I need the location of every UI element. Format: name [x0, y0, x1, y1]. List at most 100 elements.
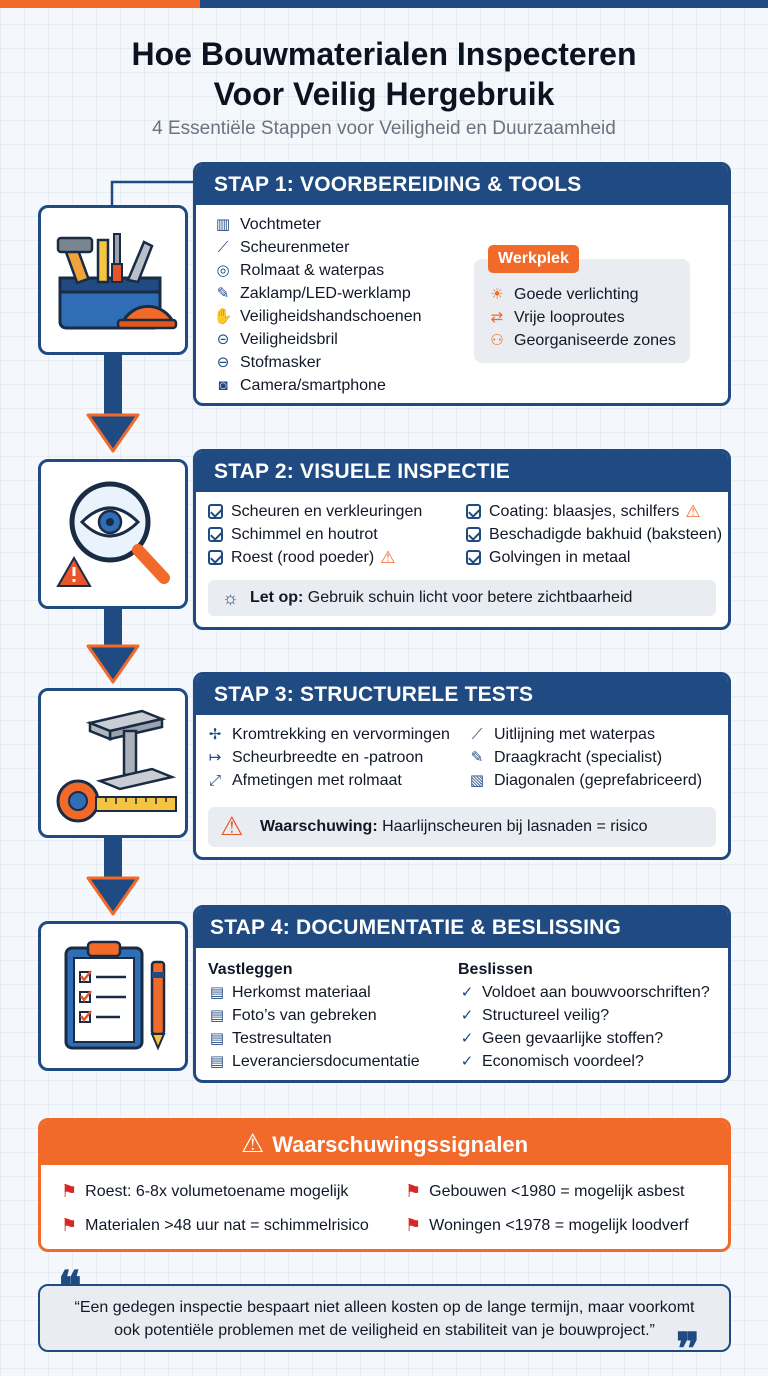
checkbox-icon [466, 550, 481, 565]
list-item: ✎Draagkracht (specialist) [466, 746, 702, 769]
checkmark-icon: ✓ [460, 1030, 474, 1047]
document-icon: ▤ [209, 1030, 225, 1047]
page-subtitle: 4 Essentiële Stappen voor Veiligheid en … [152, 118, 616, 139]
glove-icon: ✋ [213, 308, 233, 325]
step2-title: STAP 2: VISUELE INSPECTIE [196, 452, 728, 492]
checkmark-icon: ✓ [460, 984, 474, 1001]
checkbox-icon [208, 550, 223, 565]
structural-tests-left: ✢Kromtrekking en vervormingen ↦Scheurbre… [204, 723, 450, 792]
list-item: ⚇Georganiseerde zones [486, 329, 676, 352]
arrow-down-icon [86, 355, 140, 453]
document-icon: ▤ [209, 984, 225, 1001]
list-item: ⟋Uitlijning met waterpas [466, 723, 702, 746]
tape-measure-icon: ◎ [216, 262, 230, 279]
record-heading: Vastleggen [208, 961, 293, 978]
list-item: ✢Kromtrekking en vervormingen [204, 723, 450, 746]
toolbox-icon [38, 205, 188, 355]
warning-item: ⚑Roest: 6-8x volumetoename mogelijk [61, 1181, 349, 1201]
list-item: Golvingen in metaal [466, 546, 722, 569]
lightbulb-icon: ☀ [490, 286, 504, 303]
checkmark-icon: ✓ [460, 1053, 474, 1070]
structural-tests-right: ⟋Uitlijning met waterpas ✎Draagkracht (s… [466, 723, 702, 792]
list-item: Scheuren en verkleuringen [208, 500, 422, 523]
visual-checks-right: Coating: blaasjes, schilfers⚠ Beschadigd… [466, 500, 722, 569]
record-column: Vastleggen ▤Herkomst materiaal ▤Foto’s v… [208, 958, 420, 1073]
decide-heading: Beslissen [458, 961, 533, 978]
clipboard-checklist-icon [38, 921, 188, 1071]
mask-icon: ⊖ [216, 354, 230, 371]
checkbox-icon [466, 504, 481, 519]
warning-icon: ⚠ [380, 548, 396, 567]
warp-icon: ✢ [208, 726, 222, 743]
workplace-panel: Werkplek ☀Goede verlichting ⇄Vrije loopr… [474, 245, 690, 363]
warning-item: ⚑Gebouwen <1980 = mogelijk asbest [405, 1181, 685, 1201]
warning-icon: ⚠ [220, 811, 244, 841]
tip-note: ☼ Let op: Gebruik schuin licht voor bete… [208, 580, 716, 616]
list-item: ▧Diagonalen (geprefabriceerd) [466, 769, 702, 792]
list-item: ⊝Veiligheidsbril [212, 328, 421, 351]
route-icon: ⇄ [490, 309, 504, 326]
crack-gauge-icon: ⟋ [217, 239, 229, 256]
moisture-meter-icon: ▥ [215, 216, 231, 233]
list-item: Schimmel en houtrot [208, 523, 422, 546]
steel-beam-icon [38, 688, 188, 838]
list-item: ↦Scheurbreedte en -patroon [204, 746, 450, 769]
red-flag-icon: ⚑ [405, 1215, 422, 1235]
checkbox-icon [208, 527, 223, 542]
step2-card: STAP 2: VISUELE INSPECTIE Scheuren en ve… [193, 449, 731, 630]
step4-card: STAP 4: DOCUMENTATIE & BESLISSING Vastle… [193, 905, 731, 1083]
warning-signals-header: ⚠Waarschuwingssignalen [41, 1121, 728, 1165]
title-line-1: Hoe Bouwmaterialen Inspecteren [131, 36, 637, 72]
open-quote-icon: ❝ [58, 1262, 82, 1313]
document-icon: ▤ [209, 1007, 225, 1024]
list-item: ⟋Scheurenmeter [212, 236, 421, 259]
warning-item: ⚑Materialen >48 uur nat = schimmelrisico [61, 1215, 369, 1235]
step4-title: STAP 4: DOCUMENTATIE & BESLISSING [196, 908, 728, 948]
step1-title: STAP 1: VOORBEREIDING & TOOLS [196, 165, 728, 205]
flashlight-icon: ✎ [216, 285, 230, 302]
list-item: ✋Veiligheidshandschoenen [212, 305, 422, 328]
weld-warning-note: ⚠ Waarschuwing: Haarlijnscheuren bij las… [208, 807, 716, 847]
magnifier-eye-icon [38, 459, 188, 609]
level-icon: ⟋ [471, 726, 483, 743]
load-icon: ✎ [470, 749, 484, 766]
red-flag-icon: ⚑ [405, 1181, 422, 1201]
warning-icon: ⚠ [685, 502, 701, 521]
arrow-down-icon [86, 606, 140, 684]
list-item: ✓Economisch voordeel? [458, 1050, 710, 1073]
connector-line [110, 180, 198, 206]
tools-list: ▥Vochtmeter ⟋Scheurenmeter ◎Rolmaat & wa… [212, 213, 422, 397]
list-item: ▤Testresultaten [208, 1027, 420, 1050]
list-item: ✎Zaklamp/LED-werklamp [212, 282, 421, 305]
list-item: ✓Voldoet aan bouwvoorschriften? [458, 981, 710, 1004]
checkbox-icon [466, 527, 481, 542]
visual-checks-left: Scheuren en verkleuringen Schimmel en ho… [208, 500, 422, 569]
list-item: Beschadigde bakhuid (baksteen) [466, 523, 722, 546]
list-item: ⇄Vrije looproutes [486, 306, 676, 329]
goggles-icon: ⊝ [216, 331, 230, 348]
diagonal-icon: ▧ [469, 772, 485, 789]
list-item: ▤Herkomst materiaal [208, 981, 420, 1004]
camera-icon: ◙ [218, 377, 228, 394]
list-item: Coating: blaasjes, schilfers⚠ [466, 500, 722, 523]
warning-item: ⚑Woningen <1978 = mogelijk loodverf [405, 1215, 689, 1235]
lightbulb-icon: ☼ [222, 588, 239, 608]
decide-column: Beslissen ✓Voldoet aan bouwvoorschriften… [458, 958, 710, 1073]
step3-title: STAP 3: STRUCTURELE TESTS [196, 675, 728, 715]
dimensions-icon: ⤢ [208, 772, 221, 789]
step3-card: STAP 3: STRUCTURELE TESTS ✢Kromtrekking … [193, 672, 731, 860]
list-item: ✓Geen gevaarlijke stoffen? [458, 1027, 710, 1050]
warning-icon: ⚠ [240, 1128, 265, 1158]
zones-icon: ⚇ [490, 332, 504, 349]
width-icon: ↦ [208, 749, 222, 766]
closing-quote: “Een gedegen inspectie bespaart niet all… [38, 1284, 731, 1352]
list-item: ◎Rolmaat & waterpas [212, 259, 421, 282]
arrow-down-icon [86, 836, 140, 916]
list-item: ☀Goede verlichting [486, 283, 676, 306]
top-accent-bar [0, 0, 768, 8]
list-item: ✓Structureel veilig? [458, 1004, 710, 1027]
workplace-badge: Werkplek [488, 245, 579, 273]
step1-card: STAP 1: VOORBEREIDING & TOOLS ▥Vochtmete… [193, 162, 731, 406]
checkbox-icon [208, 504, 223, 519]
list-item: ▤Foto’s van gebreken [208, 1004, 420, 1027]
